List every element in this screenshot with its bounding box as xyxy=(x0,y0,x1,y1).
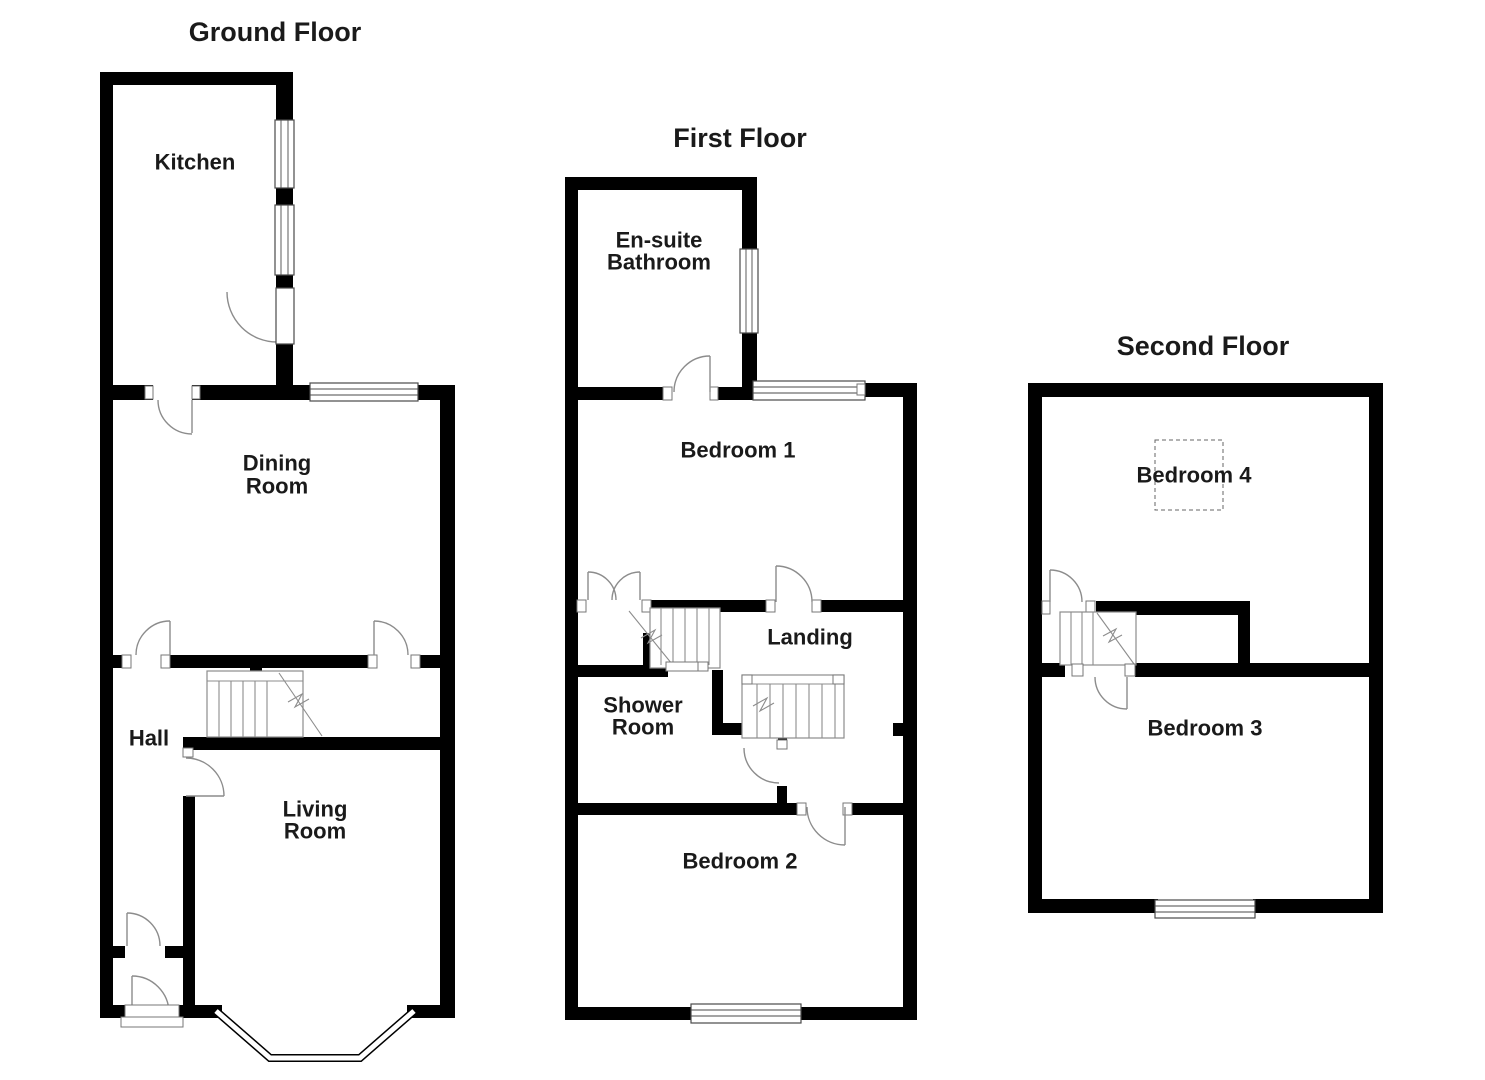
bedroom1-double-doors xyxy=(576,571,652,613)
room-label-ensuite-line2: Bathroom xyxy=(607,250,711,275)
dining-hall-door xyxy=(121,620,171,669)
bedroom1-door xyxy=(765,565,822,613)
kitchen-window-lower xyxy=(274,204,295,276)
ensuite-door xyxy=(662,355,719,401)
room-label-dining-line1: Dining xyxy=(243,451,311,476)
room-label-living-line2: Room xyxy=(284,819,346,844)
second-floor-title: Second Floor xyxy=(1117,331,1290,361)
first-staircase-up xyxy=(741,674,845,739)
bedroom3-window xyxy=(1154,899,1256,919)
hall-living-door xyxy=(182,747,225,797)
bedroom4-door xyxy=(1041,569,1096,615)
second-walls xyxy=(1028,383,1383,913)
second-staircase xyxy=(1059,611,1137,666)
kitchen-back-door xyxy=(226,287,295,345)
bedroom2-window xyxy=(690,1003,802,1024)
bedroom1-window xyxy=(752,380,866,401)
ground-floor-title: Ground Floor xyxy=(189,17,362,47)
loft-hatch-outline xyxy=(1154,439,1224,511)
hall-staircase xyxy=(206,670,323,738)
room-label-dining-line2: Room xyxy=(246,474,308,499)
bedroom3-door xyxy=(1071,663,1136,710)
kitchen-dining-door xyxy=(144,385,201,435)
room-label-ensuite-line1: En-suite xyxy=(616,228,703,253)
room-label-bedroom2: Bedroom 2 xyxy=(683,849,798,874)
dining-room-window xyxy=(309,382,419,402)
room-label-shower-line1: Shower xyxy=(603,693,683,718)
first-staircase-down xyxy=(628,607,721,672)
second-floor-plan: Second Floor xyxy=(1028,331,1383,919)
kitchen-window-upper xyxy=(274,119,295,189)
ensuite-window xyxy=(739,248,759,334)
room-label-bedroom1: Bedroom 1 xyxy=(681,438,796,463)
room-label-hall: Hall xyxy=(129,726,169,751)
front-door xyxy=(120,975,184,1028)
room-label-living-line1: Living xyxy=(283,797,348,822)
first-floor-title: First Floor xyxy=(673,123,807,153)
first-floor-plan: First Floor xyxy=(565,123,917,1024)
room-label-shower-line2: Room xyxy=(612,715,674,740)
bay-window xyxy=(213,1007,417,1062)
room-label-kitchen: Kitchen xyxy=(155,150,236,175)
landing-lobby-door xyxy=(743,739,788,784)
room-label-bedroom4: Bedroom 4 xyxy=(1137,463,1253,488)
bedroom2-door xyxy=(796,802,853,846)
ground-floor-plan: Ground Floor xyxy=(100,17,455,1062)
room-label-landing: Landing xyxy=(767,625,853,650)
room-label-bedroom3: Bedroom 3 xyxy=(1148,716,1263,741)
vestibule-door xyxy=(126,912,161,947)
dining-corridor-door xyxy=(367,620,421,669)
